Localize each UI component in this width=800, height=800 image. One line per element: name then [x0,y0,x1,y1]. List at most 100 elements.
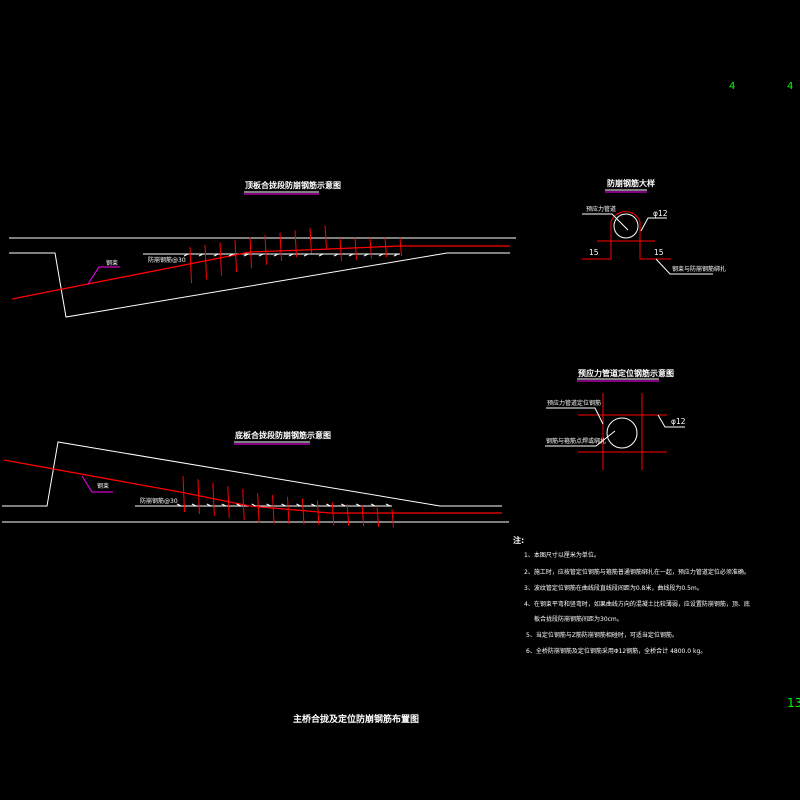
anti-burst-rebar [361,505,365,527]
rebar-label: 防崩钢筋@30 [140,497,178,505]
tick-mark [273,253,279,257]
tick-mark [378,253,384,257]
anti-burst-rebar [354,237,357,260]
rebar-group [183,225,402,284]
tick-mark [326,503,331,507]
bottom-view-title: 底板合拢段防崩钢筋示意图 [234,430,331,440]
tick-mark [243,253,249,257]
note-item: 1、本图尺寸以厘米为单位。 [524,551,600,559]
dia-leader [640,217,667,232]
tendon-leader [81,475,113,493]
dia-leader [657,414,685,428]
tick-mark [228,253,234,257]
rebar-detail: 防崩钢筋大样 预应力管道 φ12 15 15 钢束与防崩钢筋绑扎 [582,178,726,275]
leader [545,430,616,447]
leader [546,407,604,425]
tick-mark [221,503,227,507]
tendon-label: 钢束 [97,482,109,490]
tick-mark [236,503,241,507]
note-item: 板合拢段防崩钢筋间距为30cm。 [534,615,623,623]
note-item: 2、施工时，应按管定位钢筋与箍筋普通钢筋绑扎在一起，预应力管道定位必须准确。 [524,568,750,576]
anti-burst-rebar [272,495,275,524]
tick-mark [251,503,256,507]
tie-label: 钢束与防崩钢筋绑扎 [672,265,726,273]
anti-burst-rebar [257,493,260,523]
duct-detail: 预应力管道定位钢筋示意图 预应力管道定位钢筋 钢筋与箍筋点焊或绑扎 φ12 [545,368,686,470]
anti-burst-rebar [339,237,342,262]
tick-mark [333,253,339,257]
tick-mark [340,503,346,507]
duct-label: 预应力管道 [586,205,616,213]
anti-burst-rebar [391,509,394,528]
anti-burst-rebar [279,232,282,261]
anti-burst-rebar [369,237,372,259]
label-top: 预应力管道定位钢筋 [547,399,601,407]
dim-left: 15 [589,248,599,257]
tick-mark [348,253,354,257]
anti-burst-rebar [182,475,185,513]
anti-burst-rebar [346,503,350,526]
slab-outline [2,441,502,507]
anti-burst-rebar [331,502,335,526]
tick-mark [363,253,369,257]
tick-mark [281,503,286,507]
note-item: 6、全桥防崩钢筋及定位钢筋采用Φ12钢筋，全桥合计 4800.0 kg。 [526,647,706,655]
anti-burst-rebar [384,237,387,258]
top-view-title: 顶板合拢段防崩钢筋示意图 [245,180,341,190]
page-number: 13 [787,696,800,710]
anti-burst-rebar [197,479,200,515]
tendon-label: 钢束 [106,259,118,267]
anti-burst-rebar [264,235,267,265]
notes-heading: 注: [513,535,524,545]
rebar-label: 防崩钢筋@30 [148,256,186,264]
anti-burst-rebar [227,485,230,518]
drawing-title: 主桥合拢及定位防崩钢筋布置图 [293,713,419,725]
anti-burst-rebar [287,496,290,524]
tick-mark [355,503,361,507]
tick-mark [318,253,324,257]
anti-burst-rebar [376,507,380,527]
tendon-leader [87,266,120,285]
anti-burst-rebar [324,225,327,250]
corner-marker-right: 4 [787,81,793,92]
anti-burst-rebar [399,237,402,256]
tendon-line [11,245,510,300]
anti-burst-rebar [204,244,207,280]
tick-mark [266,503,271,507]
top-view: 顶板合拢段防崩钢筋示意图 钢束 防崩钢筋@30 [9,180,516,318]
tick-mark [385,503,391,507]
note-item: 3、波纹管定位钢筋在曲线段直线段间距为0.8米，曲线段为0.5m。 [524,584,703,592]
tick-mark [198,253,204,257]
tick-mark [258,253,264,257]
label-bottom: 钢筋与箍筋点焊或绑扎 [546,437,606,445]
tick-mark [183,253,189,257]
dia-label: φ12 [653,209,668,218]
anti-burst-rebar [316,500,320,525]
rebar-group [176,475,394,528]
anti-burst-rebar [219,242,222,276]
anti-burst-rebar [189,247,192,284]
tick-mark [176,503,182,507]
bottom-view: 底板合拢段防崩钢筋示意图 钢束 防崩钢筋@30 [2,430,509,528]
tie-leader [655,258,713,275]
tick-mark [303,253,309,257]
tick-mark [213,253,219,257]
anti-burst-rebar [301,498,305,525]
anti-burst-rebar [242,489,245,520]
tendon-line [3,459,502,514]
tick-mark [296,503,301,507]
note-item: 5、当定位钢筋与Z筋防崩钢筋相碰时，可适当定位钢筋。 [526,631,678,639]
anti-burst-rebar [212,482,215,517]
detail-title: 防崩钢筋大样 [607,178,655,188]
duct-circle [613,213,639,239]
tick-mark [206,503,212,507]
duct-leader [582,213,629,231]
anti-burst-rebar [249,237,252,269]
dia-label: φ12 [671,417,686,426]
dim-right: 15 [654,248,664,257]
notes: 注: 1、本图尺寸以厘米为单位。 2、施工时，应按管定位钢筋与箍筋普通钢筋绑扎在… [513,535,750,655]
tick-mark [288,253,294,257]
slab-outline [9,252,510,318]
duct-detail-title: 预应力管道定位钢筋示意图 [578,368,674,378]
